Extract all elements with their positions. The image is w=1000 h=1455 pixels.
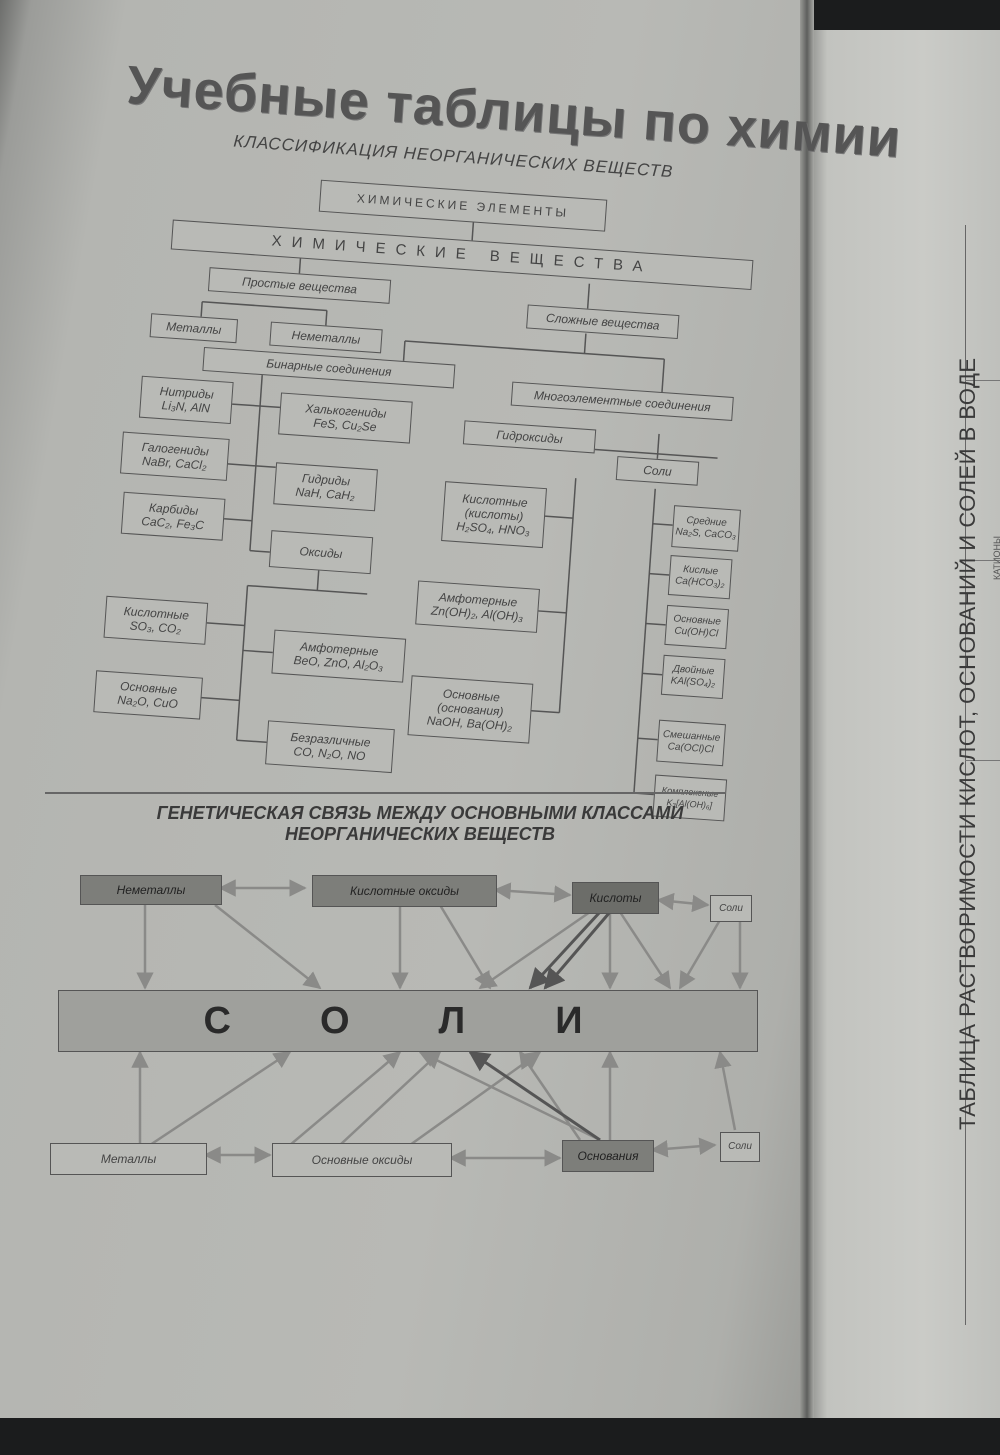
solubility-table-rule (965, 760, 1000, 761)
solubility-table-edge (965, 225, 1000, 1325)
gen-box-salts-bottom: Соли (720, 1132, 760, 1162)
solubility-table-rule (965, 380, 1000, 381)
solubility-table-title: ТАБЛИЦА РАСТВОРИМОСТИ КИСЛОТ, ОСНОВАНИЙ … (955, 357, 980, 1130)
genetic-heading-line1: ГЕНЕТИЧЕСКАЯ СВЯЗЬ МЕЖДУ ОСНОВНЫМИ КЛАСС… (156, 803, 684, 823)
gen-box-salts-top: Соли (710, 895, 752, 922)
gen-box-salts-main: СОЛИ (58, 990, 758, 1052)
gen-box-basic-oxides: Основные оксиды (272, 1143, 452, 1177)
genetic-arrows (131, 879, 749, 1167)
gen-box-nonmetals: Неметаллы (80, 875, 222, 905)
genetic-heading: ГЕНЕТИЧЕСКАЯ СВЯЗЬ МЕЖДУ ОСНОВНЫМИ КЛАСС… (100, 803, 740, 845)
section-divider (45, 792, 725, 794)
right-book-page (808, 30, 1000, 1418)
cations-label: КАТИОНЫ (992, 536, 1000, 580)
gen-box-acid-oxides: Кислотные оксиды (312, 875, 497, 907)
book-gutter (800, 0, 814, 1418)
genetic-heading-line2: НЕОРГАНИЧЕСКИХ ВЕЩЕСТВ (285, 824, 555, 844)
gen-box-metals: Металлы (50, 1143, 207, 1175)
gen-box-bases: Основания (562, 1140, 654, 1172)
solubility-table-rule (965, 560, 1000, 561)
gen-box-acids: Кислоты (572, 882, 659, 914)
